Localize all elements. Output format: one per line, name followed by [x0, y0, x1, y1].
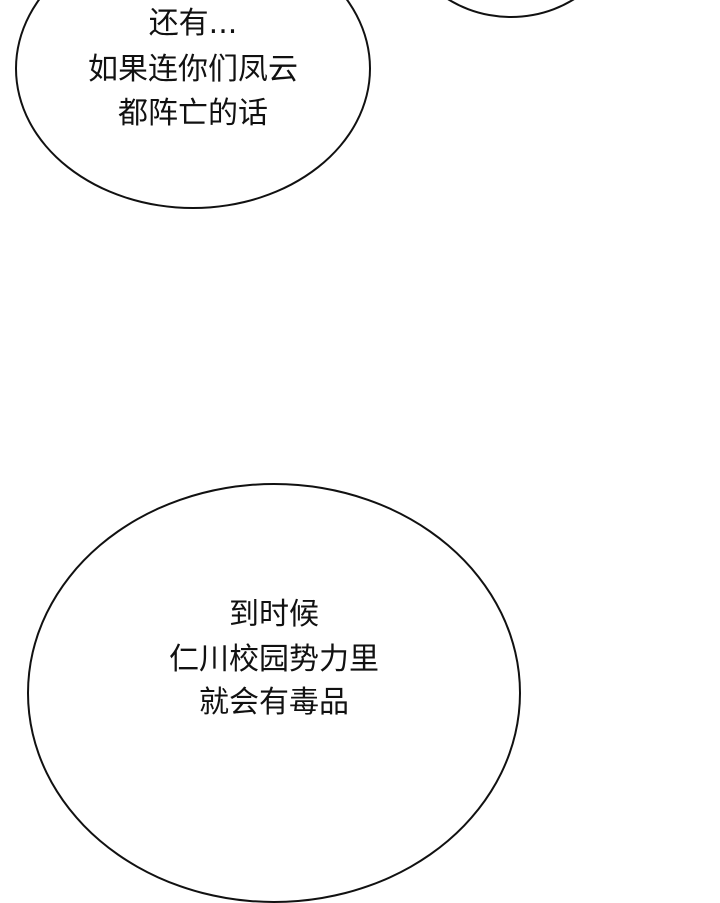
- speech-bubble-top-left-text: 还有... 如果连你们凤云 都阵亡的话: [15, 0, 371, 210]
- bubble-line: 就会有毒品: [199, 685, 349, 720]
- speech-bubble-top-right: [398, 0, 624, 18]
- bubble-line: 都阵亡的话: [118, 96, 268, 131]
- bubble-line: 如果连你们凤云: [88, 52, 298, 87]
- bubble-line: 到时候: [229, 597, 319, 632]
- speech-bubble-bottom-text: 到时候 仁川校园势力里 就会有毒品: [27, 483, 521, 783]
- bubble-line: 还有...: [148, 6, 238, 41]
- bubble-line: 仁川校园势力里: [169, 642, 379, 677]
